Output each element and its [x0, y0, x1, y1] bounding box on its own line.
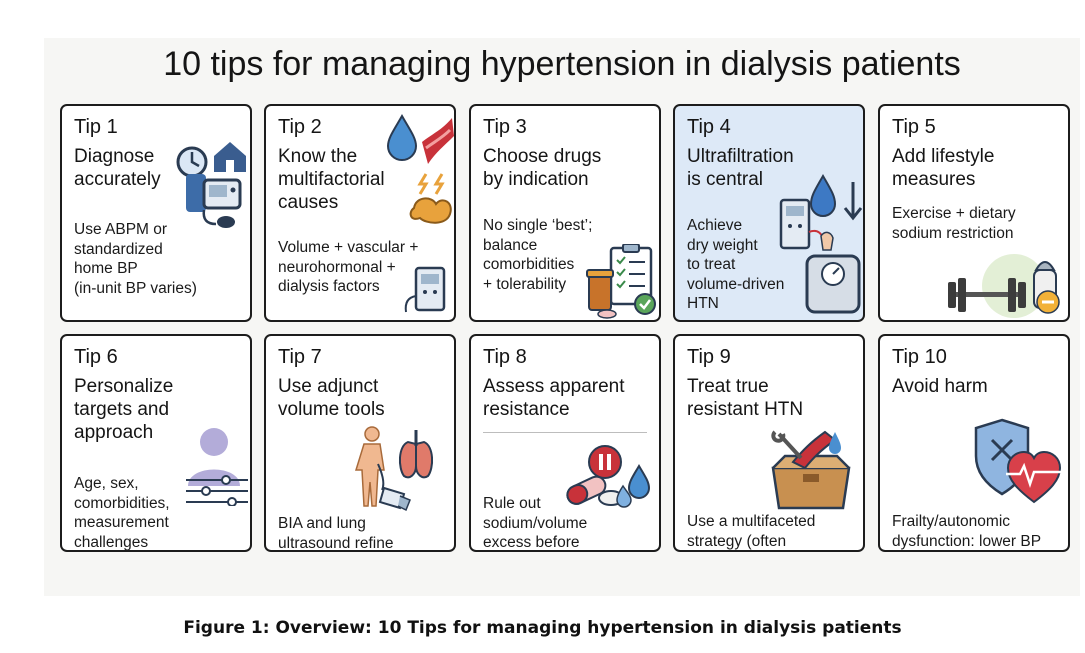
figure-title: 10 tips for managing hypertension in dia… — [163, 45, 961, 83]
tip-description: Exercise + dietary sodium restriction — [892, 205, 1016, 242]
tip-description: Use a multifaceted strategy (often multi… — [687, 513, 816, 550]
tip-heading: Avoid harm — [892, 376, 988, 397]
tip-card-7: Tip 7 Use adjunct volume tools BIA and l… — [264, 334, 456, 552]
body-lungs-ultrasound-icon — [354, 426, 434, 512]
tip-heading: Personalize targets and approach — [74, 376, 174, 443]
tip-label: Tip 8 — [483, 346, 527, 368]
tip-description: Frailty/autonomic dysfunction: lower BP … — [892, 513, 1042, 550]
tip-description: Rule out sodium/volume excess before add… — [483, 495, 588, 551]
pill-bottle-checklist-icon — [586, 244, 656, 319]
tip-label: Tip 5 — [892, 116, 936, 138]
tip-card-1: Tip 1 Diagnose accurately Use ABPM or st… — [60, 104, 252, 322]
dialysis-scale-drop-icon — [779, 173, 863, 314]
tip-heading: Treat true resistant HTN — [687, 376, 804, 420]
tip-card-4: Tip 4 Ultrafiltration is central Achieve… — [673, 104, 865, 322]
bp-monitor-clock-home-icon — [176, 142, 246, 228]
tip-card-10: Tip 10 Avoid harm Frailty/autonomic dysf… — [878, 334, 1070, 552]
tip-label: Tip 6 — [74, 346, 118, 368]
tip-card-2: Tip 2 Know the multifactorial causes Vol… — [264, 104, 456, 322]
tip-label: Tip 3 — [483, 116, 527, 138]
tip-card-6: Tip 6 Personalize targets and approach A… — [60, 334, 252, 552]
tip-card-9: Tip 9 Treat true resistant HTN Use a mul… — [673, 334, 865, 552]
dumbbell-salt-icon — [948, 254, 1060, 318]
tip-card-3: Tip 3 Choose drugs by indication No sing… — [469, 104, 661, 322]
tip-heading: Diagnose accurately — [74, 146, 161, 190]
pills-drops-icon — [566, 445, 651, 508]
tip-description: BIA and lung ultrasound refine assessmen… — [278, 515, 394, 552]
tip-description: Achieve dry weight to treat volume-drive… — [687, 217, 785, 312]
tip-description: No single ‘best’; balance comorbidities … — [483, 217, 593, 293]
shield-heart-icon — [974, 418, 1064, 504]
toolbox-icon — [771, 430, 851, 510]
tip-heading: Choose drugs by indication — [483, 146, 602, 190]
tip-heading: Assess apparent resistance — [483, 376, 625, 420]
tip-card-5: Tip 5 Add lifestyle measures Exercise + … — [878, 104, 1070, 322]
person-sliders-icon — [186, 428, 248, 506]
tip-card-8: Tip 8 Assess apparent resistance Rule ou… — [469, 334, 661, 552]
tip-label: Tip 10 — [892, 346, 947, 368]
tip-label: Tip 7 — [278, 346, 322, 368]
tip-description: Use ABPM or standardized home BP (in-uni… — [74, 221, 197, 297]
tip-heading: Add lifestyle measures — [892, 146, 995, 190]
tip-heading: Ultrafiltration is central — [687, 146, 794, 190]
tip-heading: Use adjunct volume tools — [278, 376, 385, 420]
tip-label: Tip 9 — [687, 346, 731, 368]
figure-caption: Figure 1: Overview: 10 Tips for managing… — [183, 618, 902, 638]
divider — [483, 432, 647, 433]
tip-label: Tip 2 — [278, 116, 322, 138]
tip-description: Age, sex, comorbidities, measurement cha… — [74, 475, 170, 551]
tip-heading: Know the multifactorial causes — [278, 146, 385, 213]
tip-label: Tip 1 — [74, 116, 118, 138]
drop-vessel-kidney-machine-icon — [386, 113, 454, 313]
tip-description: Volume + vascular + neurohormonal + dial… — [278, 239, 419, 295]
tip-label: Tip 4 — [687, 116, 731, 138]
